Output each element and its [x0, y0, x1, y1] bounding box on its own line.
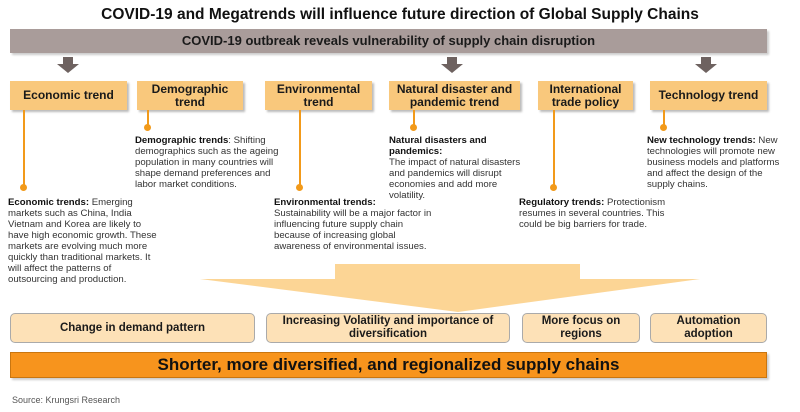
trend-natural-disaster: Natural disaster and pandemic trend — [389, 81, 520, 110]
desc-demographic: Demographic trends: Shifting demographic… — [135, 135, 279, 190]
desc-environmental: Environmental trends: Sustainability wil… — [274, 197, 432, 252]
final-outcome-bar: Shorter, more diversified, and regionali… — [10, 352, 767, 378]
result-demand-pattern: Change in demand pattern — [10, 313, 255, 343]
down-arrow-icon — [701, 57, 711, 64]
desc-economic: Economic trends: Emerging markets such a… — [8, 197, 157, 285]
connector-dot — [20, 184, 27, 191]
connector-dot — [660, 124, 667, 131]
trend-economic: Economic trend — [10, 81, 127, 110]
down-arrow-icon — [695, 64, 717, 73]
connector-line — [663, 110, 665, 127]
trend-trade-policy: International trade policy — [538, 81, 633, 110]
result-volatility: Increasing Volatility and importance of … — [266, 313, 510, 343]
desc-trade-policy: Regulatory trends: Protectionism resumes… — [519, 197, 666, 230]
source-note: Source: Krungsri Research — [12, 395, 121, 405]
trend-environmental: Environmental trend — [265, 81, 372, 110]
desc-technology: New technology trends: New technologies … — [647, 135, 780, 190]
desc-natural-disaster: Natural disasters and pandemics: The imp… — [389, 135, 521, 201]
down-arrow-icon — [441, 64, 463, 73]
connector-dot — [144, 124, 151, 131]
connector-line — [147, 110, 149, 127]
down-arrow-icon — [63, 57, 73, 64]
connector-line — [299, 110, 301, 187]
diagram-title: COVID-19 and Megatrends will influence f… — [101, 6, 699, 23]
connector-dot — [410, 124, 417, 131]
connector-dot — [550, 184, 557, 191]
down-arrow-icon — [57, 64, 79, 73]
connector-line — [23, 110, 25, 187]
connector-dot — [296, 184, 303, 191]
result-regions: More focus on regions — [522, 313, 640, 343]
result-automation: Automation adoption — [650, 313, 767, 343]
connector-line — [413, 110, 415, 127]
connector-line — [553, 110, 555, 187]
trend-technology: Technology trend — [650, 81, 767, 110]
down-arrow-icon — [447, 57, 457, 64]
trend-demographic: Demographic trend — [137, 81, 243, 110]
covid-banner: COVID-19 outbreak reveals vulnerability … — [10, 29, 767, 53]
